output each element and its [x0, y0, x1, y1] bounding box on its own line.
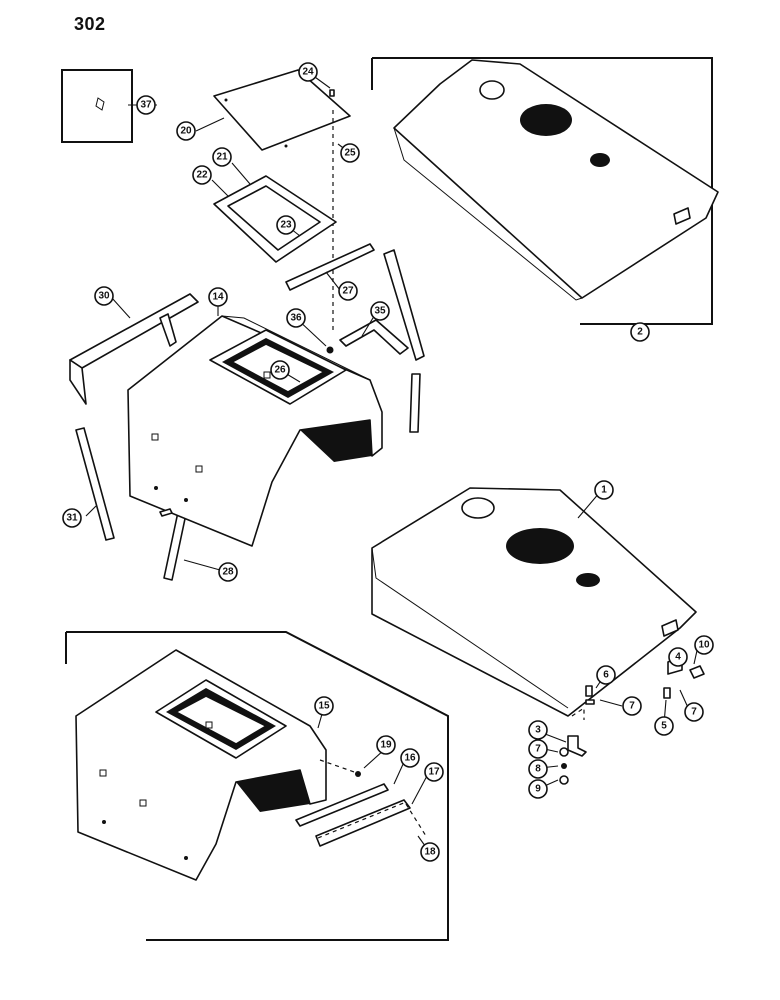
part-36-nut — [326, 346, 334, 354]
callout-25: 25 — [340, 143, 360, 163]
callout-5: 5 — [654, 716, 674, 736]
svg-text:25: 25 — [344, 148, 356, 159]
part-22-gasket-frame — [213, 175, 337, 263]
part-15-inset — [65, 631, 449, 941]
svg-text:20: 20 — [180, 126, 192, 137]
svg-text:2: 2 — [637, 327, 643, 338]
part-37-panel — [61, 69, 133, 143]
svg-text:24: 24 — [302, 67, 314, 78]
callout-26: 26 — [270, 360, 290, 380]
svg-text:10: 10 — [698, 640, 710, 651]
svg-text:27: 27 — [342, 286, 354, 297]
svg-text:16: 16 — [404, 753, 416, 764]
svg-text:19: 19 — [380, 740, 392, 751]
callout-4: 4 — [668, 647, 688, 667]
callout-15: 15 — [314, 696, 334, 716]
callout-3: 3 — [528, 720, 548, 740]
callout-19: 19 — [376, 735, 396, 755]
svg-text:7: 7 — [535, 744, 541, 755]
svg-text:15: 15 — [318, 701, 330, 712]
callout-30: 30 — [94, 286, 114, 306]
svg-text:23: 23 — [280, 220, 292, 231]
part-1-hood — [371, 487, 697, 717]
callout-7-a: 7 — [622, 696, 642, 716]
callout-17: 17 — [424, 762, 444, 782]
svg-text:22: 22 — [196, 170, 208, 181]
svg-text:8: 8 — [535, 764, 541, 775]
callout-22: 22 — [192, 165, 212, 185]
svg-text:4: 4 — [675, 652, 681, 663]
callout-16: 16 — [400, 748, 420, 768]
svg-text:18: 18 — [424, 847, 436, 858]
callout-1: 1 — [594, 480, 614, 500]
callout-21: 21 — [212, 147, 232, 167]
callout-28: 28 — [218, 562, 238, 582]
svg-text:7: 7 — [691, 707, 697, 718]
callout-37: 37 — [136, 95, 156, 115]
page-number: 302 — [74, 14, 106, 34]
callout-7-b: 7 — [684, 702, 704, 722]
callout-7-c: 7 — [528, 739, 548, 759]
callout-31: 31 — [62, 508, 82, 528]
callout-35: 35 — [370, 301, 390, 321]
svg-text:21: 21 — [216, 152, 228, 163]
callout-20: 20 — [176, 121, 196, 141]
callout-24: 24 — [298, 62, 318, 82]
part-28-strip — [163, 511, 187, 581]
callout-2: 2 — [630, 322, 650, 342]
svg-text:30: 30 — [98, 291, 110, 302]
callout-10: 10 — [694, 635, 714, 655]
part-31-strip — [75, 427, 115, 541]
svg-text:9: 9 — [535, 784, 541, 795]
svg-text:14: 14 — [212, 292, 224, 303]
svg-text:3: 3 — [535, 725, 541, 736]
callout-14: 14 — [208, 287, 228, 307]
callout-8: 8 — [528, 759, 548, 779]
svg-text:6: 6 — [603, 670, 609, 681]
callout-36: 36 — [286, 308, 306, 328]
svg-text:36: 36 — [290, 313, 302, 324]
callout-9: 9 — [528, 779, 548, 799]
svg-text:17: 17 — [428, 767, 440, 778]
part-35-handle — [339, 319, 409, 355]
callout-18: 18 — [420, 842, 440, 862]
part-30-bracket — [69, 293, 199, 405]
svg-text:37: 37 — [140, 100, 152, 111]
svg-text:28: 28 — [222, 567, 234, 578]
right-strips — [383, 249, 425, 433]
part-2-inset — [371, 57, 719, 325]
part-24-screw — [329, 89, 335, 97]
callout-27: 27 — [338, 281, 358, 301]
svg-text:5: 5 — [661, 721, 667, 732]
part-14-hood — [127, 315, 383, 547]
part-27-strip — [285, 243, 375, 291]
callout-6: 6 — [596, 665, 616, 685]
svg-text:7: 7 — [629, 701, 635, 712]
callout-23: 23 — [276, 215, 296, 235]
svg-text:35: 35 — [374, 306, 386, 317]
svg-text:31: 31 — [66, 513, 78, 524]
svg-text:1: 1 — [601, 485, 607, 496]
part-20-cover-plate — [213, 69, 351, 151]
svg-text:26: 26 — [274, 365, 286, 376]
